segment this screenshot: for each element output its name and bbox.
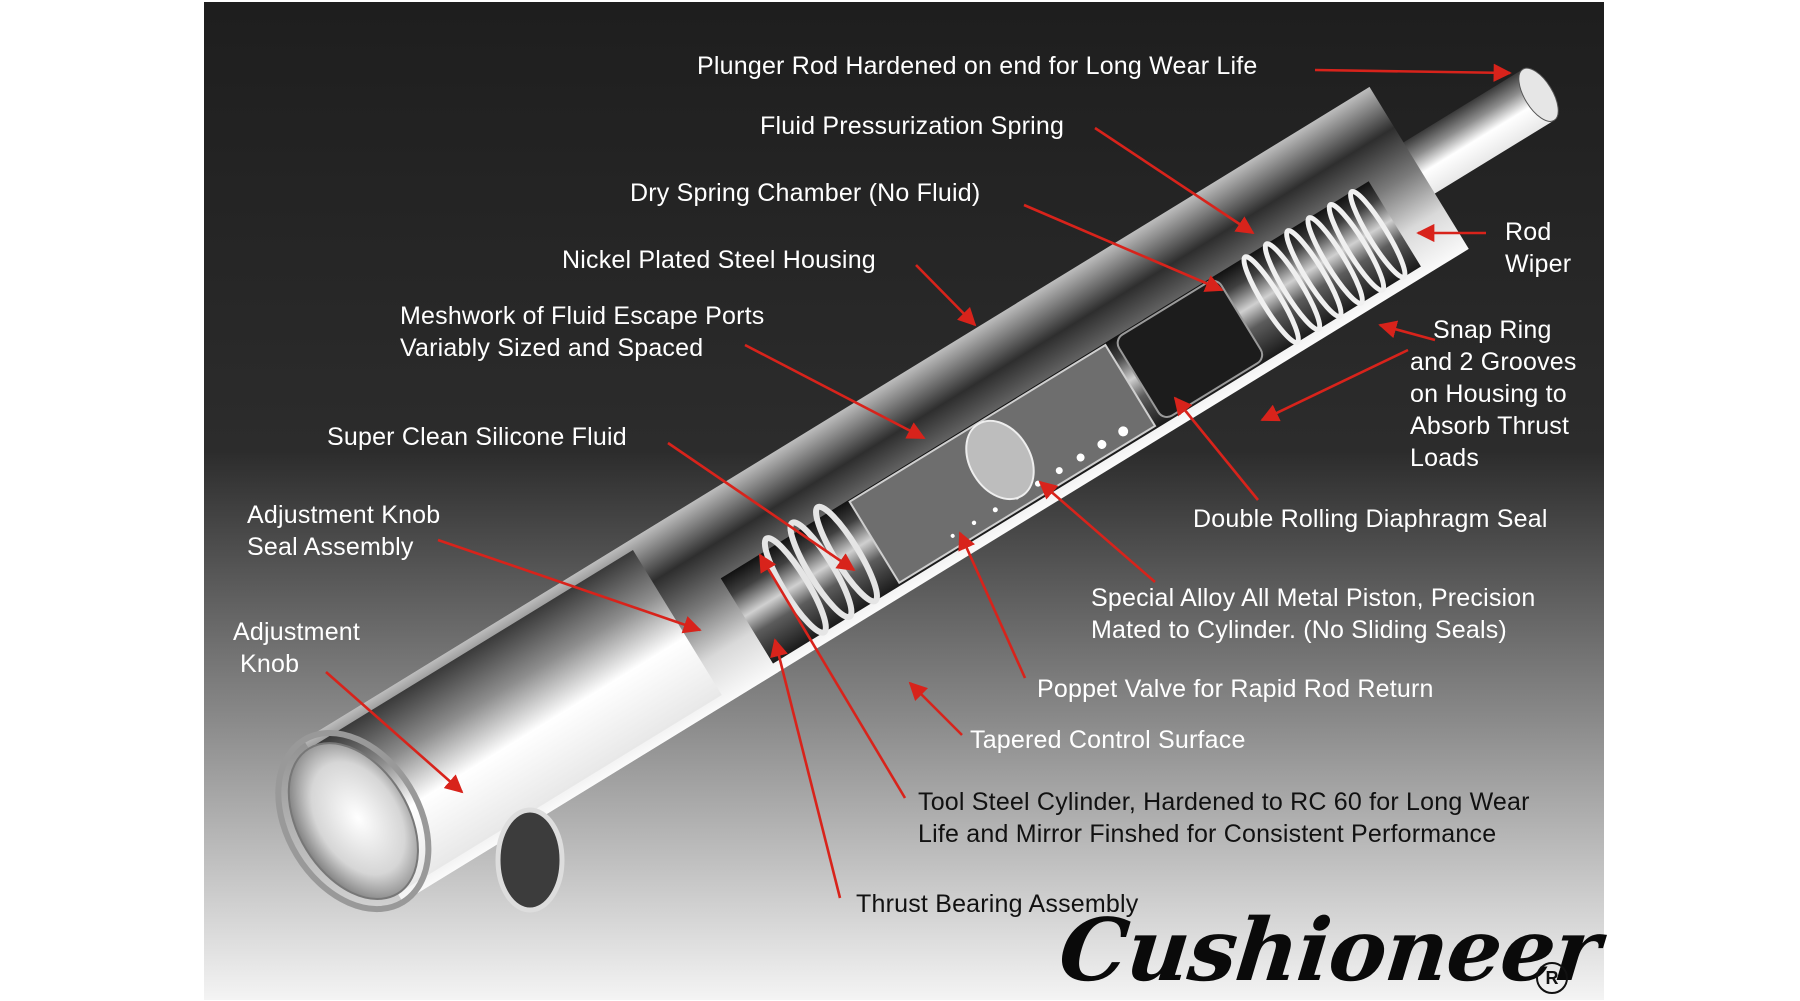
adjustment-knob [308,550,722,894]
label-knob-line2: Knob [240,650,300,678]
label-housing: Nickel Plated Steel Housing [562,246,876,274]
label-snap-ring-line3: on Housing to [1410,380,1567,408]
diaphragm-seal [1116,279,1264,418]
leader-meshwork [744,343,926,440]
leader-housing [915,264,977,327]
cushioneer-logo: Cushioneer [1054,900,1605,1001]
label-silicone: Super Clean Silicone Fluid [327,423,627,451]
leader-plunger-rod [1314,63,1512,82]
leader-diaphragm [1173,396,1260,501]
leader-lines [325,63,1512,899]
label-knob-seal-line1: Adjustment Knob [247,501,441,529]
label-piston-line2: Mated to Cylinder. (No Sliding Seals) [1091,616,1507,644]
leader-poppet [958,531,1027,679]
label-cylinder-line1: Tool Steel Cylinder, Hardened to RC 60 f… [918,788,1530,816]
leader-fluid-spring [1094,126,1255,235]
label-rod-wiper-line1: Rod [1505,218,1552,246]
leader-dry-chamber [1023,203,1224,292]
label-fluid-spring: Fluid Pressurization Spring [760,112,1065,140]
leader-snap-ring-b [1260,348,1409,422]
label-piston-line1: Special Alloy All Metal Piston, Precisio… [1091,584,1536,612]
label-plunger-rod: Plunger Rod Hardened on end for Long Wea… [697,52,1258,80]
leader-thrust [770,638,842,899]
label-snap-ring-line2: and 2 Grooves [1410,348,1577,376]
knob-bore [495,807,565,913]
shock-absorber-body [275,67,1559,913]
leader-silicone [667,441,856,572]
label-meshwork-line1: Meshwork of Fluid Escape Ports [400,302,765,330]
leader-tapered [908,681,963,736]
label-meshwork-line2: Variably Sized and Spaced [400,334,704,362]
label-poppet: Poppet Valve for Rapid Rod Return [1037,675,1434,703]
label-snap-ring-line4: Absorb Thrust [1410,412,1570,440]
label-tapered: Tapered Control Surface [970,726,1246,754]
leader-knob-seal [437,538,702,634]
label-cylinder-line2: Life and Mirror Finshed for Consistent P… [918,820,1497,848]
label-diaphragm: Double Rolling Diaphragm Seal [1193,505,1548,533]
leader-snap-ring-a [1378,320,1436,342]
poppet-valve [965,419,1035,501]
label-knob-seal-line2: Seal Assembly [247,533,414,561]
label-dry-chamber: Dry Spring Chamber (No Fluid) [630,179,981,207]
leader-knob [325,671,464,794]
pressurization-spring [1241,188,1408,346]
label-thrust: Thrust Bearing Assembly [856,890,1139,918]
label-snap-ring-line1: Snap Ring [1433,316,1552,344]
knob-end-face [287,742,419,901]
label-rod-wiper-line2: Wiper [1505,250,1572,278]
registered-mark: R [1536,962,1568,994]
plunger-rod [1394,69,1555,199]
leader-piston [1038,480,1156,583]
leader-cylinder [758,553,907,799]
label-snap-ring-line5: Loads [1410,444,1480,472]
label-knob-line1: Adjustment [233,618,361,646]
